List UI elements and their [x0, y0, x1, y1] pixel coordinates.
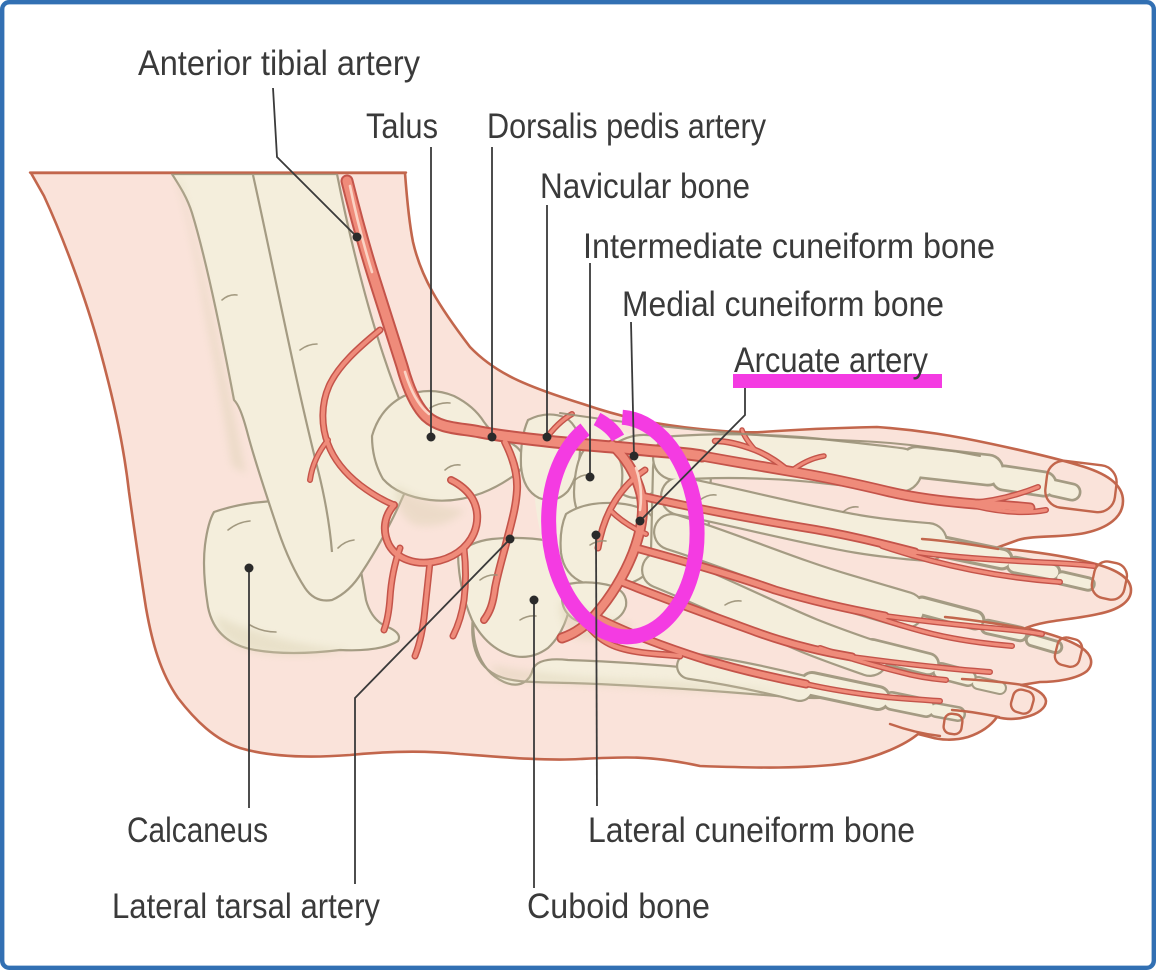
- svg-text:Navicular bone: Navicular bone: [540, 167, 750, 206]
- svg-text:Arcuate artery: Arcuate artery: [734, 341, 928, 380]
- svg-text:Intermediate cuneiform bone: Intermediate cuneiform bone: [583, 227, 995, 266]
- svg-text:Anterior tibial artery: Anterior tibial artery: [138, 44, 420, 83]
- svg-text:Lateral tarsal artery: Lateral tarsal artery: [112, 887, 380, 926]
- svg-text:Calcaneus: Calcaneus: [127, 811, 268, 850]
- svg-text:Cuboid bone: Cuboid bone: [527, 887, 710, 926]
- svg-text:Dorsalis pedis artery: Dorsalis pedis artery: [487, 107, 766, 146]
- svg-text:Talus: Talus: [366, 107, 438, 146]
- svg-text:Medial cuneiform bone: Medial cuneiform bone: [622, 285, 944, 324]
- svg-text:Lateral cuneiform bone: Lateral cuneiform bone: [588, 811, 915, 850]
